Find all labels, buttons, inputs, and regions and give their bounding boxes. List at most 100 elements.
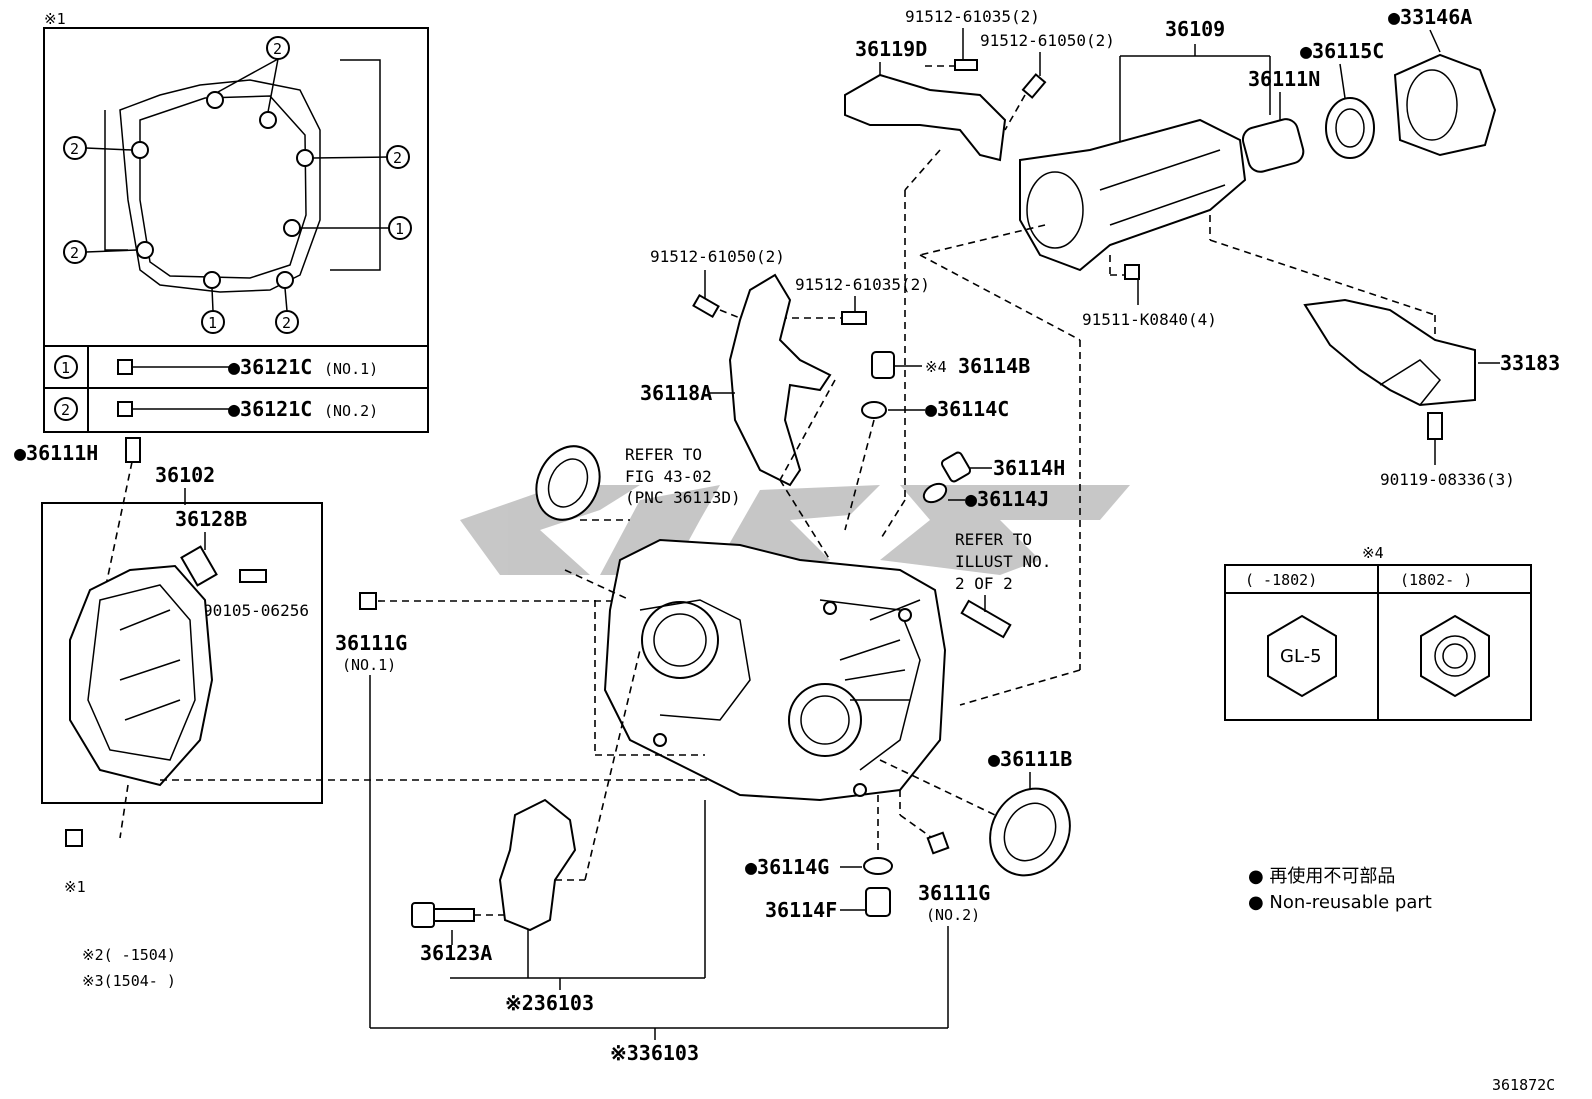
table-star4: ※4 ( -1802) (1802- ) GL-5 [1224,544,1532,721]
svg-text:(NO.2): (NO.2) [926,906,980,924]
plug-36111G-no1: 36111G (NO.1) [335,592,948,1029]
bolt-90105 [239,569,267,583]
bracket-36118A [728,273,832,487]
svg-text:●33146A: ●33146A [1388,5,1472,29]
extension-housing-36109 [1019,118,1247,272]
bushing-36111N [1241,118,1305,173]
inset-legend-row-1: 1 ●36121C (NO.1) [54,355,378,379]
bolt-90119 [1427,412,1443,440]
svg-text:2: 2 [282,314,291,332]
svg-text:1: 1 [208,314,217,332]
svg-text:( -1802): ( -1802) [1245,571,1317,589]
plain-plug-icon [1420,614,1490,698]
mount-33183-group: 33183 90119-08336(3) [1303,298,1560,489]
seal-group-right: 36111N ●36115C ●33146A [1241,5,1497,173]
svg-text:●36114J: ●36114J [965,487,1049,511]
gasket-36114C [861,401,887,419]
bolt-star1 [65,829,83,847]
svg-text:91512-61035(2): 91512-61035(2) [795,275,930,294]
svg-text:※2( -1504): ※2( -1504) [82,946,176,964]
svg-text:※4: ※4 [1362,544,1384,562]
svg-text:※236103: ※236103 [505,991,594,1015]
svg-text:●36115C: ●36115C [1300,39,1384,63]
bolt-91512-61050-mid [692,293,720,319]
transfer-case-body [594,538,1012,802]
inset-callout-2: 2 2 2 2 2 [63,36,410,334]
diff-cover-36102 [69,564,214,787]
svg-text:ILLUST NO.: ILLUST NO. [955,552,1051,571]
svg-text:1: 1 [395,220,404,238]
bracket-36118A-group: 91512-61050(2) 91512-61035(2) 36118A [640,247,930,561]
svg-text:91511-K0840(4): 91511-K0840(4) [1082,310,1217,329]
inset-marker: ※1 [44,10,66,28]
cover-36102-group: ●36111H 36102 36128B 90105-06256 ※1 [14,437,760,896]
svg-text:91512-61050(2): 91512-61050(2) [650,247,785,266]
seal-36115C [1325,97,1375,159]
plug-36111G-no2 [926,831,950,855]
bolt-91511 [1124,264,1140,280]
svg-text:91512-61035(2): 91512-61035(2) [905,7,1040,26]
label-36128B: 36128B [175,507,247,531]
gasket-36114J [922,482,948,504]
inset-legend-row-2: 2 ●36121C (NO.2) [54,397,378,421]
bolt-91512-61050-top [1021,73,1047,99]
svg-text:(NO.1): (NO.1) [324,360,378,378]
svg-text:(NO.1): (NO.1) [342,656,396,674]
inset-panel: ※1 2 2 2 2 2 1 1 [43,10,429,433]
svg-text:36114F: 36114F [765,898,837,922]
svg-text:(1802- ): (1802- ) [1400,571,1472,589]
plug-36114F [865,887,891,917]
stud-bolt [960,599,1012,639]
svg-text:●36114C: ●36114C [925,397,1009,421]
refer-note-illust2: REFER TO ILLUST NO. 2 OF 2 [955,530,1051,612]
seal-36111B-group: ●36111B [879,747,1072,877]
svg-text:2: 2 [61,401,70,419]
svg-text:36111N: 36111N [1248,67,1320,91]
svg-text:REFER TO: REFER TO [955,530,1032,549]
svg-text:※336103: ※336103 [610,1041,699,1065]
plug-group-bottom: ●36114G 36114F 36111G (NO.2) [745,790,990,1028]
mount-bracket-33183 [1303,298,1476,407]
bracket-36103-group: 36123A ※236103 ※336103 ※2( -1504) ※3(150… [82,649,706,1065]
bolt-head-36123A [411,902,435,928]
gl5-plug-icon [1267,614,1337,698]
svg-text:●36121C: ●36121C [228,397,312,421]
svg-text:90119-08336(3): 90119-08336(3) [1380,470,1515,489]
bolt-91512-61035-mid [841,311,867,325]
extension-housing-36109-group: 36109 91511-K0840(4) [919,17,1436,706]
svg-text:33183: 33183 [1500,351,1560,375]
legend-jp: ● 再使用不可部品 [1248,866,1395,887]
plug-group-right: ※4 36114B ●36114C 36114H ●36114J [844,351,1065,531]
svg-text:2 OF 2: 2 OF 2 [955,574,1013,593]
dust-cover-33146A [1393,53,1497,157]
bracket-36128B [180,545,218,587]
bolt-shank-36123A [433,908,475,922]
svg-text:1: 1 [61,359,70,377]
label-36111H: ●36111H [14,441,98,465]
plug-36114H [940,451,972,483]
svg-text:91512-61050(2): 91512-61050(2) [980,31,1115,50]
inset-callout-1: 1 1 [201,216,412,334]
svg-text:●36114G: ●36114G [745,855,829,879]
svg-text:36114H: 36114H [993,456,1065,480]
oil-seal-36111B [989,787,1071,877]
label-star1-bottom: ※1 [64,878,86,896]
svg-text:36114B: 36114B [958,354,1030,378]
svg-text:GL-5: GL-5 [1280,646,1322,667]
legend-en: ● Non-reusable part [1248,892,1432,913]
svg-text:●36121C: ●36121C [228,355,312,379]
legend: ● 再使用不可部品 ● Non-reusable part [1248,866,1432,913]
diagram-ref-code: 361872C [1492,1076,1555,1094]
svg-text:(PNC 36113D): (PNC 36113D) [625,488,741,507]
bracket-36119D-group: 91512-61035(2) 91512-61050(2) 36119D [844,7,1115,541]
svg-text:36119D: 36119D [855,37,927,61]
label-90105: 90105-06256 [203,601,309,620]
svg-text:36123A: 36123A [420,941,492,965]
svg-text:36111G: 36111G [918,881,990,905]
svg-text:2: 2 [70,140,79,158]
svg-text:2: 2 [273,40,282,58]
bolt-91512-61035-top [954,59,978,71]
svg-text:FIG 43-02: FIG 43-02 [625,467,712,486]
refer-note-fig43: REFER TO FIG 43-02 (PNC 36113D) [535,445,741,601]
